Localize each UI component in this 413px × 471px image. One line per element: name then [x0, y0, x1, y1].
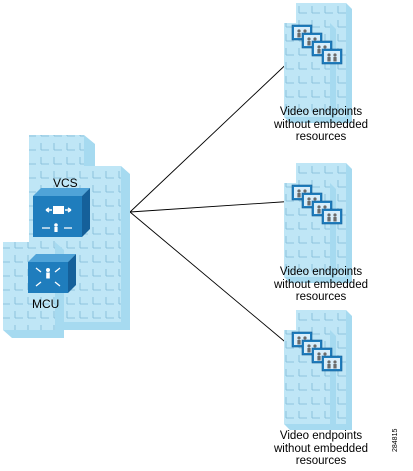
- endpoint-caption: Video endpoints without embedded resourc…: [256, 106, 386, 144]
- endpoint-caption-line: resources: [295, 455, 347, 467]
- video-endpoint-icon: [284, 3, 352, 123]
- vcs-switch-icon: [33, 188, 90, 237]
- endpoint-caption: Video endpoints without embedded resourc…: [256, 266, 386, 304]
- video-endpoint-icon: [284, 310, 352, 430]
- link-line-bottom: [129, 211, 297, 352]
- endpoint-caption-line: without embedded: [274, 442, 368, 455]
- endpoint-caption-line: Video endpoints: [279, 430, 363, 442]
- vcs-label: VCS: [53, 176, 78, 190]
- figure-id: 284815: [392, 428, 399, 452]
- endpoint-caption-line: Video endpoints: [279, 106, 363, 118]
- video-endpoint-icon: [284, 163, 352, 283]
- endpoint-caption: Video endpoints without embedded resourc…: [256, 430, 386, 468]
- link-line-top: [129, 54, 297, 213]
- link-line-middle: [129, 200, 297, 213]
- endpoint-caption-line: without embedded: [274, 278, 368, 291]
- endpoint-caption-line: resources: [295, 131, 347, 143]
- endpoint-caption-line: without embedded: [274, 118, 368, 131]
- mcu-label: MCU: [32, 297, 60, 311]
- mcu-icon: [28, 254, 76, 293]
- endpoint-caption-line: Video endpoints: [279, 266, 363, 278]
- endpoint-caption-line: resources: [295, 291, 347, 303]
